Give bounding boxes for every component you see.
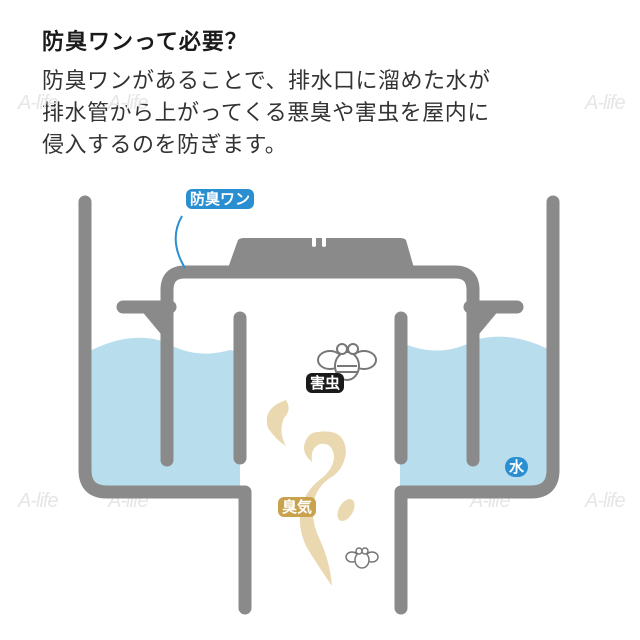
water-left-inner — [165, 342, 240, 486]
pest-label: 害虫 — [306, 373, 345, 393]
odor-smoke-icon — [266, 400, 355, 586]
page-title: 防臭ワンって必要？ — [42, 30, 248, 55]
bee-icon-small — [345, 547, 379, 569]
watermark: A-life — [18, 490, 59, 512]
odor-label: 臭気 — [278, 497, 317, 517]
description: 防臭ワンがあることで、排水口に溜めた水が 排水管から上がってくる悪臭や害虫を屋内… — [42, 66, 622, 162]
trap-label: 防臭ワン — [186, 189, 255, 209]
outer-wall-right — [394, 195, 560, 615]
water-label: 水 — [505, 457, 529, 477]
watermark: A-life — [585, 92, 626, 114]
watermark: A-life — [18, 92, 59, 114]
watermark: A-life — [108, 92, 149, 114]
flange-wedge-right — [470, 303, 505, 345]
water-left — [88, 337, 165, 486]
description-line: 排水管から上がってくる悪臭や害虫を屋内に — [42, 101, 490, 126]
description-line: 侵入するのを防ぎます。 — [42, 133, 288, 158]
description-line: 防臭ワンがあることで、排水口に溜めた水が — [42, 69, 491, 94]
outer-wall-left — [78, 195, 252, 615]
trap-label-pointer — [174, 215, 186, 269]
trap-bell — [160, 265, 480, 467]
trap-cap — [228, 238, 414, 268]
watermark: A-life — [585, 490, 626, 512]
flange-wedge-left — [135, 303, 170, 345]
